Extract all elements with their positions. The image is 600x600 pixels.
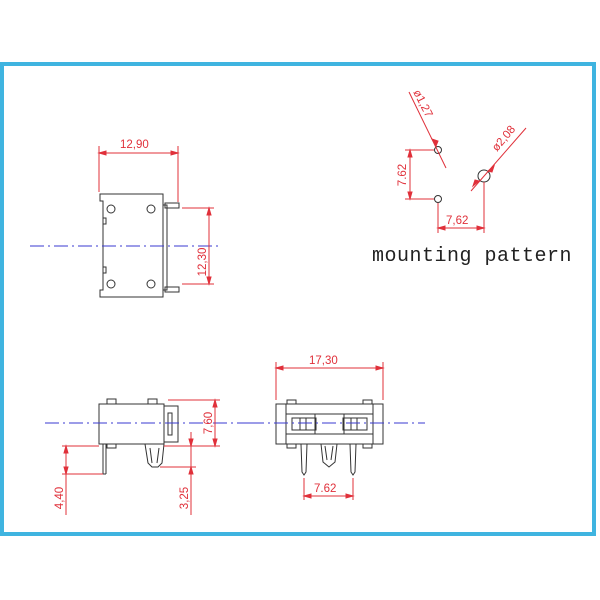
top-view-dims: [97, 146, 214, 286]
dim-pin-pitch: 7.62: [314, 483, 336, 495]
dim-pin-length-left: 4,40: [54, 487, 66, 509]
dim-small-hole-dia: ø1,27: [410, 88, 434, 120]
mounting-pattern-caption: mounting pattern: [372, 245, 573, 268]
mounting-holes: [434, 146, 491, 203]
front-view: [275, 399, 384, 476]
side-view-dims: [62, 398, 220, 515]
drawing-frame: [0, 62, 596, 536]
front-view-dims: [274, 362, 385, 500]
dim-pin-length-right: 3,25: [179, 487, 191, 509]
top-view: [99, 193, 180, 298]
dim-horizontal-pitch: 7,62: [446, 215, 468, 227]
mounting-dims: [405, 91, 527, 233]
dim-large-hole-dia: ø2,08: [490, 124, 518, 154]
dim-side-height: 7,60: [203, 412, 215, 434]
dim-height-top: 12,30: [197, 248, 209, 277]
dim-width-top: 12,90: [120, 139, 149, 151]
dim-vertical-pitch: 7.62: [397, 164, 409, 186]
side-view: [98, 398, 179, 475]
dim-front-width: 17,30: [309, 355, 338, 367]
